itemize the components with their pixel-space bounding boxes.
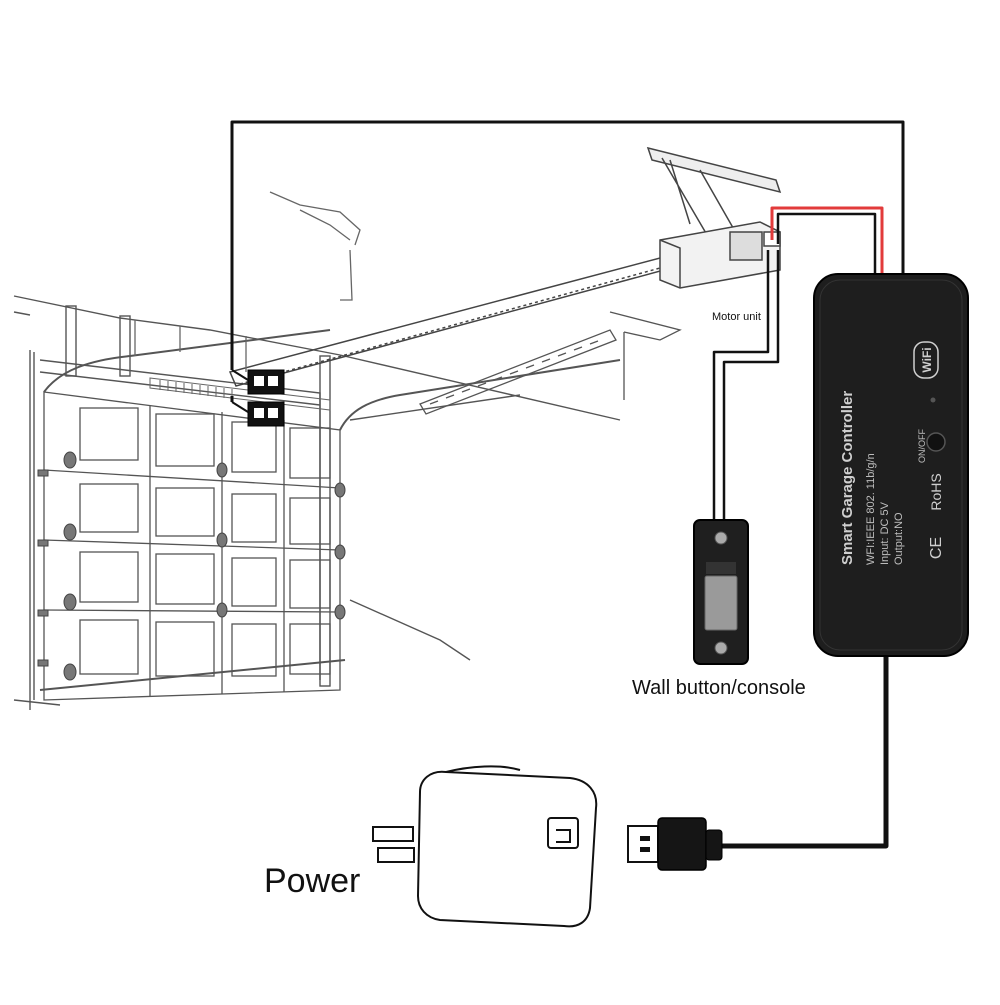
power-adapter (372, 765, 598, 928)
controller-spec-output: Output:NO (893, 512, 905, 565)
torsion-spring (149, 377, 331, 411)
motor-unit (646, 146, 782, 289)
wiring (230, 120, 905, 849)
controller-spec-input: Input: DC 5V (879, 501, 891, 565)
door-tracks (39, 329, 621, 691)
usb-plug (627, 817, 723, 871)
controller-to-door-wire (230, 120, 905, 370)
switch-label: ON/OFF (917, 429, 927, 463)
ceiling-hangers (134, 320, 247, 372)
wall-button-console (693, 519, 749, 665)
smart-garage-controller: Smart Garage Controller WFI:IEEE 802. 11… (813, 273, 969, 657)
usb-cable (722, 654, 889, 849)
door-arm-bracket (269, 191, 361, 301)
rohs-mark: RoHS (928, 473, 944, 510)
wifi-badge-icon: WiFi (913, 341, 939, 379)
rear-track-spring (419, 311, 682, 415)
motor-to-wallbutton-wire-1 (712, 250, 770, 520)
wifi-badge-text: WiFi (920, 347, 934, 372)
door-hinges (37, 451, 346, 681)
status-led-icon (930, 397, 936, 403)
mount-screw-icon (714, 531, 728, 545)
ce-mark: CE (928, 537, 945, 559)
usb-port-icon (547, 817, 579, 849)
wall-button-label: Wall button/console (632, 677, 806, 699)
power-switch-button[interactable] (926, 432, 946, 452)
wall-push-button[interactable] (704, 575, 738, 631)
motor-unit-label: Motor unit (712, 311, 761, 323)
motor-to-wallbutton-wire-2 (722, 250, 780, 520)
garage-door (43, 391, 341, 701)
power-label: Power (264, 862, 361, 900)
opener-rail (228, 257, 665, 387)
mount-screw-icon (714, 641, 728, 655)
motor-black-wire (776, 212, 877, 276)
sensor-brackets (247, 369, 285, 427)
controller-title: Smart Garage Controller (839, 391, 856, 565)
controller-spec-wifi: WFI:IEEE 802. 11b/g/n (865, 453, 877, 565)
garage-structure (13, 295, 621, 710)
motor-red-wire (770, 206, 884, 276)
